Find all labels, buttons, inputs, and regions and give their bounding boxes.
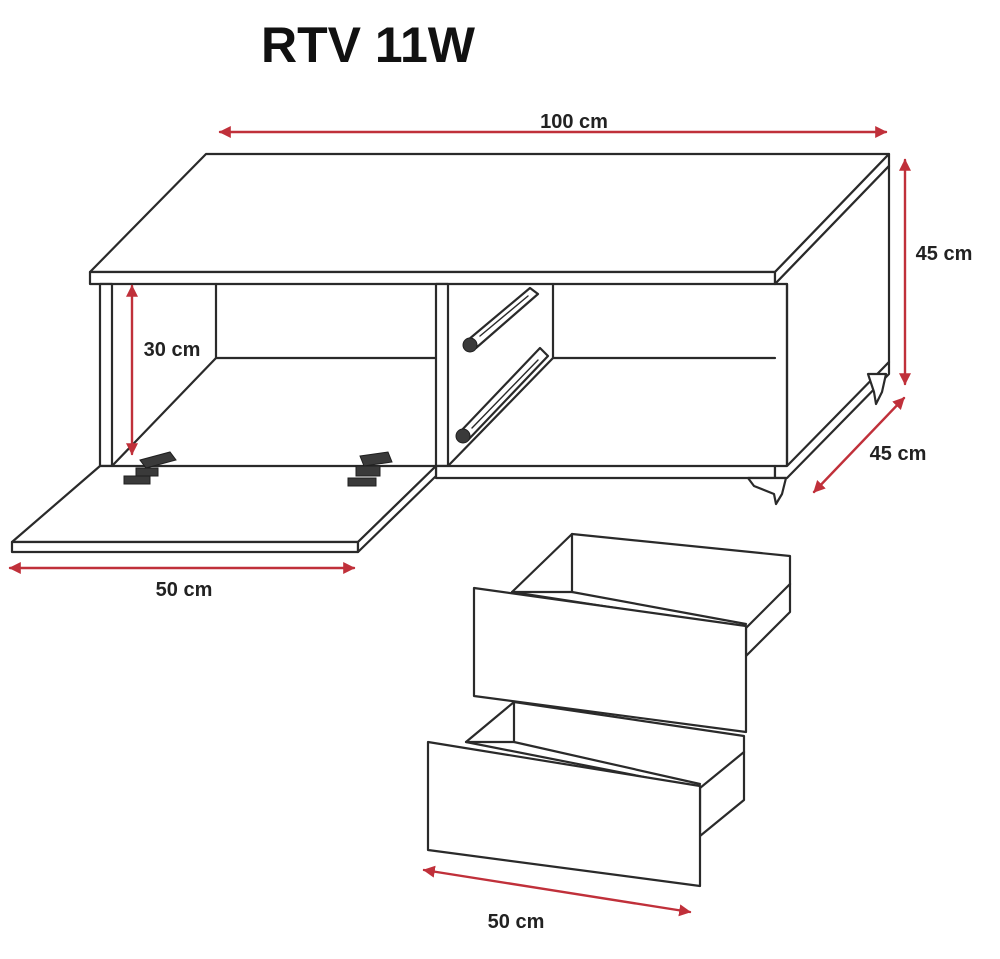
label-height: 45 cm: [916, 243, 973, 265]
right-compartment-floor-line: [446, 356, 555, 468]
fold-down-flap: [10, 464, 438, 554]
left-compartment-floor-line: [110, 356, 218, 468]
product-title: RTV 11W: [261, 17, 476, 73]
dim-arrow-drawer-50: [422, 865, 692, 917]
cabinet-left-side: [98, 282, 114, 468]
cabinet-middle-divider: [434, 282, 450, 468]
hinge-right-icon: [347, 451, 393, 487]
drawer-lower: [426, 700, 746, 888]
label-flap-width: 50 cm: [156, 579, 213, 601]
label-drawer-width: 50 cm: [488, 911, 545, 933]
drawer-lower-front: [426, 740, 702, 888]
drawer-upper: [472, 532, 792, 734]
hinge-left-icon: [123, 451, 177, 485]
label-depth: 45 cm: [870, 443, 927, 465]
flap-side-edge: [356, 464, 438, 554]
cabinet-top-surface: [88, 152, 891, 274]
label-width: 100 cm: [540, 111, 608, 133]
cabinet-bottom-panel: [434, 464, 777, 480]
cabinet-top-front-edge: [88, 270, 777, 286]
drawer-upper-front: [472, 586, 748, 734]
right-compartment-back: [551, 282, 777, 360]
left-compartment-back: [214, 282, 438, 360]
cabinet-leg-front: [746, 476, 788, 506]
dim-arrow-depth-45: [812, 396, 906, 494]
flap-front-edge: [10, 540, 360, 554]
label-inner-height: 30 cm: [144, 339, 201, 361]
drawer-slide-upper: [462, 286, 540, 353]
drawer-slide-lower: [455, 346, 550, 444]
